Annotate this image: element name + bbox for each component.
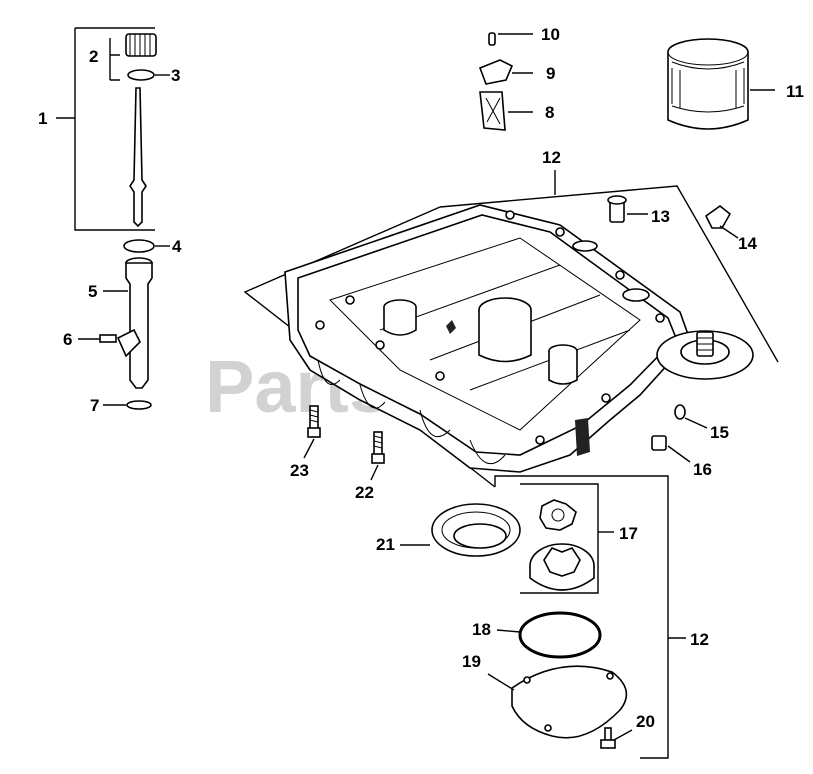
fitting-15 xyxy=(674,404,708,429)
oil-filter xyxy=(667,38,775,130)
drain-plug-14 xyxy=(704,204,739,239)
fill-tube-assembly xyxy=(78,239,170,410)
callout-23: 23 xyxy=(290,461,309,480)
callout-3: 3 xyxy=(171,66,180,85)
seal-21 xyxy=(400,503,521,557)
callout-20: 20 xyxy=(636,712,655,731)
callout-18: 18 xyxy=(472,620,491,639)
callout-8: 8 xyxy=(545,103,554,122)
fitting-13 xyxy=(607,195,648,223)
plug-16 xyxy=(651,435,691,463)
callout-17: 17 xyxy=(619,524,638,543)
filter-adapter-group xyxy=(478,32,533,131)
callout-21: 21 xyxy=(376,535,395,554)
callout-22: 22 xyxy=(355,483,374,502)
oil-pump-bracket xyxy=(494,475,686,759)
callout-2: 2 xyxy=(89,47,98,66)
callout-14: 14 xyxy=(738,234,757,253)
screw-20 xyxy=(600,727,633,749)
callout-7: 7 xyxy=(90,396,99,415)
bolt-23 xyxy=(303,405,321,459)
callout-11: 11 xyxy=(786,82,804,101)
callout-19: 19 xyxy=(462,652,481,671)
callout-4: 4 xyxy=(172,237,182,256)
pump-gears-17 xyxy=(529,499,595,591)
callout-16: 16 xyxy=(693,460,712,479)
callout-12-bottom: 12 xyxy=(690,630,709,649)
callout-5: 5 xyxy=(88,282,97,301)
dipstick-assembly xyxy=(56,27,170,231)
pump-cover-19 xyxy=(487,665,628,739)
callout-6: 6 xyxy=(63,330,72,349)
callout-13: 13 xyxy=(651,207,670,226)
callout-1: 1 xyxy=(38,109,47,128)
callout-15: 15 xyxy=(710,423,729,442)
callout-9: 9 xyxy=(546,64,555,83)
oil-pan-assembly xyxy=(243,170,779,488)
bolt-22 xyxy=(370,431,385,481)
callout-labels: 1 2 3 4 5 6 7 8 9 10 11 12 12 13 14 15 1… xyxy=(38,25,804,731)
callout-12-top: 12 xyxy=(542,148,561,167)
callout-10: 10 xyxy=(541,25,560,44)
o-ring-18 xyxy=(496,611,602,659)
